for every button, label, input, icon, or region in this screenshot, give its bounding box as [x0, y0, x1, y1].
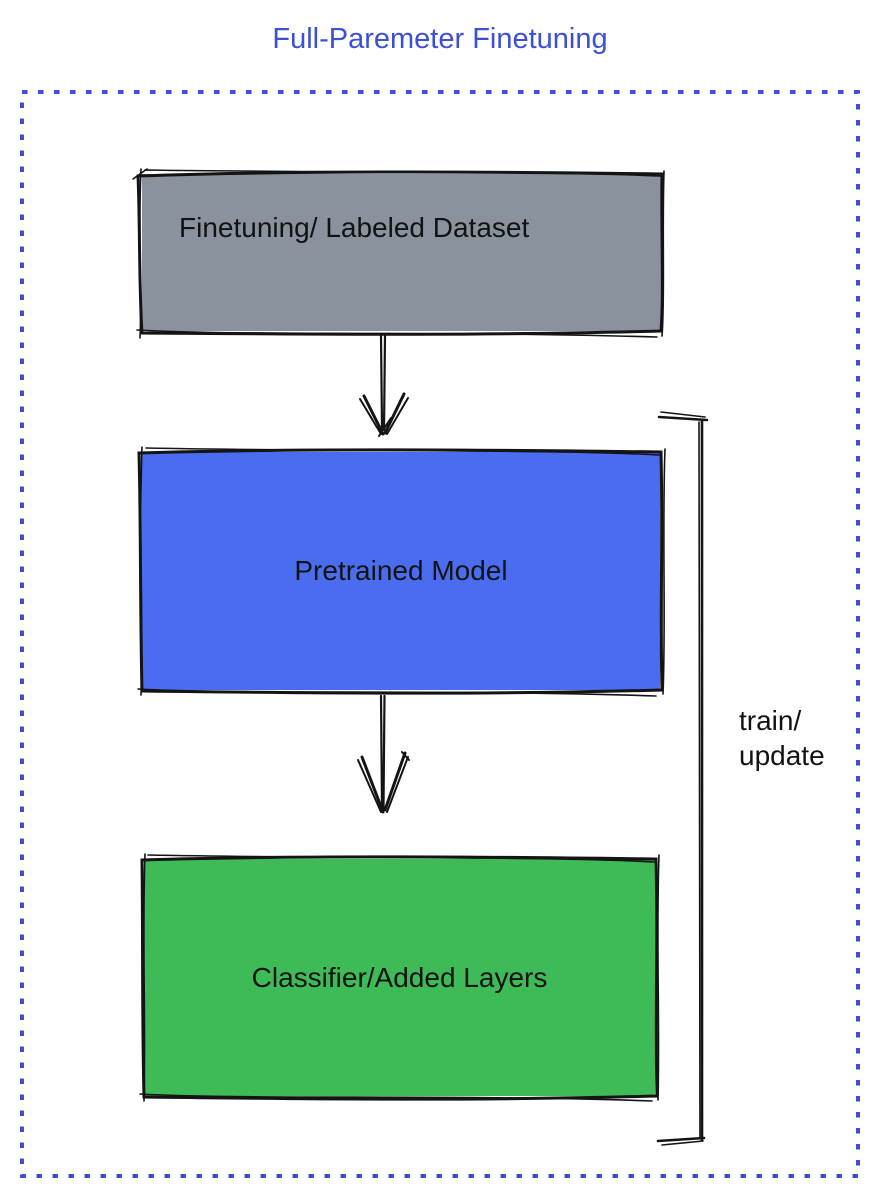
dataset-box-label: Finetuning/ Labeled Dataset	[179, 212, 530, 243]
dotted-boundary	[20, 90, 860, 1178]
pretrained-box-fill	[142, 452, 660, 690]
train-update-label-line1: train/	[739, 705, 802, 736]
train-update-label-line2: update	[739, 740, 825, 771]
dataset-box	[132, 168, 665, 339]
arrow-dataset-to-pretrained	[359, 334, 409, 437]
pretrained-model-box	[137, 446, 666, 697]
classifier-box-fill	[144, 859, 655, 1096]
classifier-box-label: Classifier/Added Layers	[251, 961, 548, 993]
dataset-box-fill	[142, 174, 661, 331]
pretrained-box-label: Pretrained Model	[294, 555, 508, 587]
diagram-title: Full-Paremeter Finetuning	[272, 23, 608, 55]
arrow-pretrained-to-classifier	[357, 694, 410, 814]
train-update-bracket	[656, 411, 709, 1146]
train-update-label: train/ update	[739, 703, 825, 773]
classifier-box	[139, 853, 660, 1102]
